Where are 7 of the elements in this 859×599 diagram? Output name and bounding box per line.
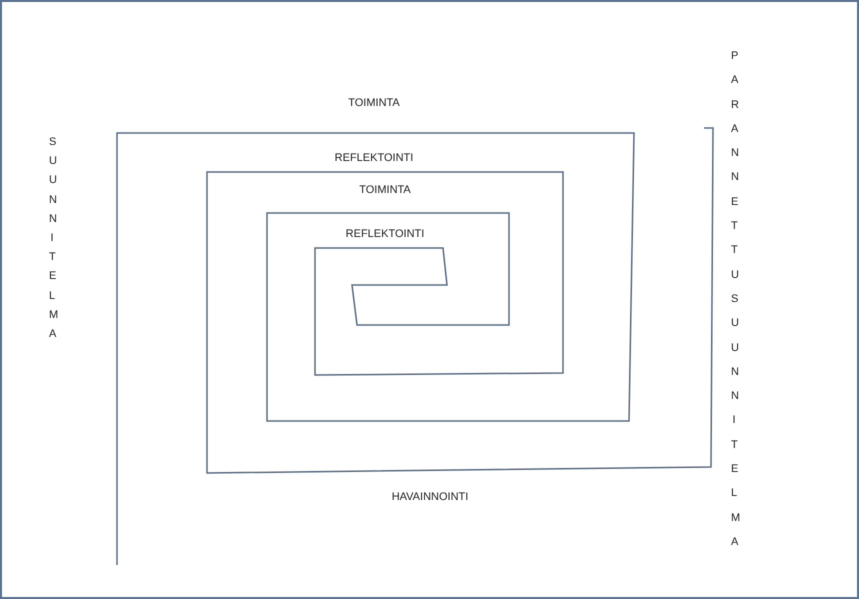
stage-label: TOIMINTA [348, 97, 400, 109]
vertical-label: PARANNETTU SUUNNITELMA [731, 49, 738, 550]
stage-label: TOIMINTA [359, 184, 411, 196]
stage-label: REFLEKTOINTI [334, 152, 414, 164]
vertical-label: SUUNNITELMA [49, 135, 56, 342]
stage-label: HAVAINNOINTI [392, 491, 468, 503]
stage-label: REFLEKTOINTI [346, 228, 424, 240]
